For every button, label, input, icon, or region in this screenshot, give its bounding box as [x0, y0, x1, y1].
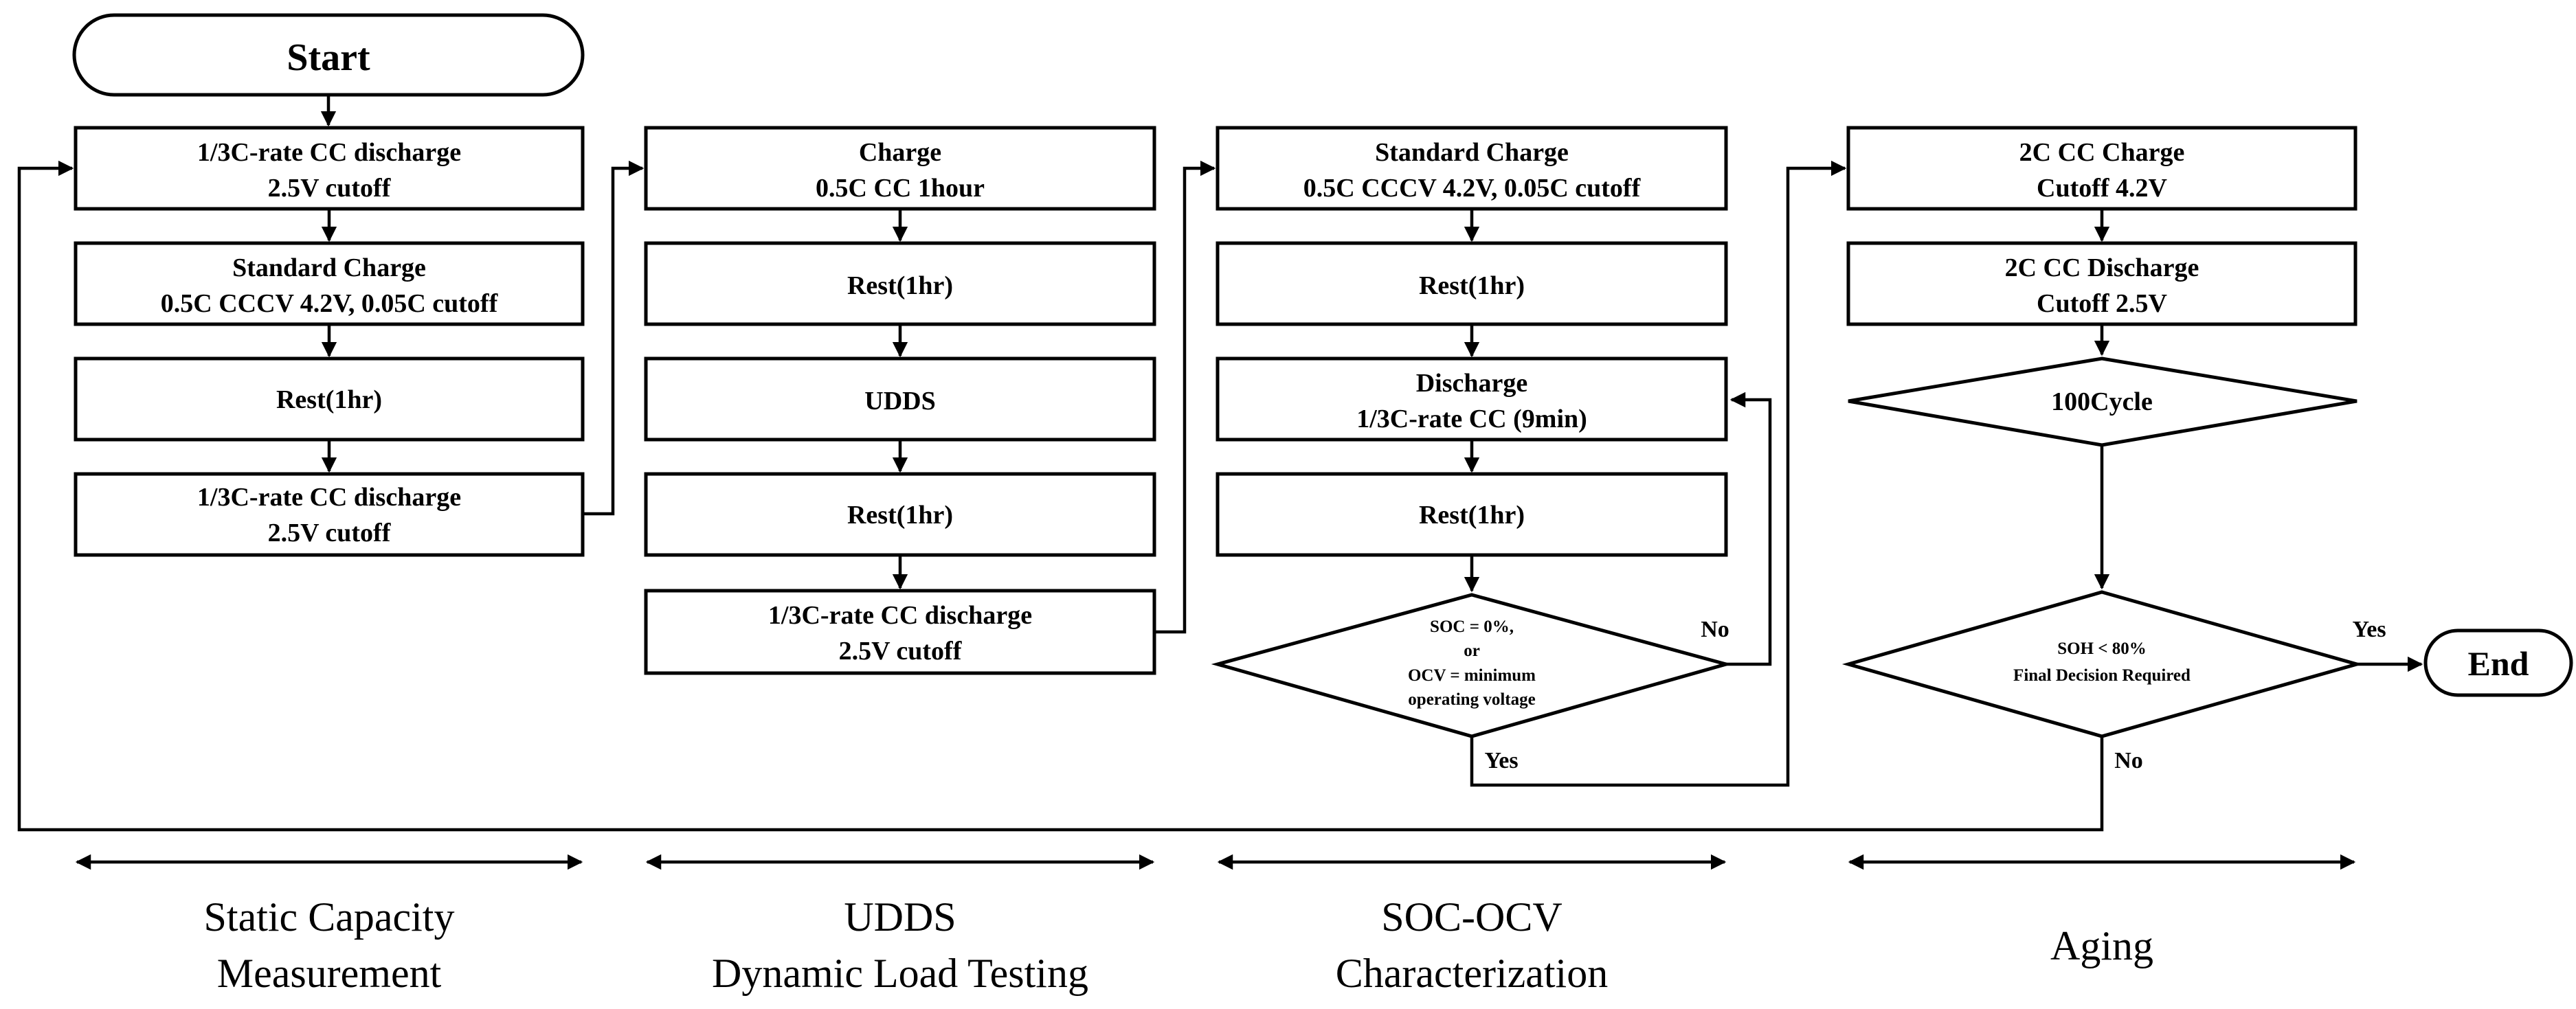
sococv-box4-line1: Rest(1hr)	[1419, 501, 1525, 530]
sococv-box1-line1: Standard Charge	[1375, 138, 1569, 167]
aging-decision-diamond: SOH < 80% Final Decision Required	[1841, 590, 2364, 738]
end-terminal: End	[2423, 628, 2573, 697]
static-box2-line2: 0.5C CCCV 4.2V, 0.05C cutoff	[161, 289, 499, 318]
aging-cycle-label: 100Cycle	[2051, 387, 2153, 416]
sococv-yes-label: Yes	[1484, 748, 1518, 773]
static-box3-line1: Rest(1hr)	[276, 385, 382, 414]
sococv-decision-line3: OCV = minimum	[1408, 666, 1536, 685]
sococv-box-discharge: Discharge 1/3C-rate CC (9min)	[1216, 356, 1728, 442]
connector-static-to-udds	[583, 160, 645, 516]
sococv-decision-diamond: SOC = 0%, or OCV = minimum operating vol…	[1211, 593, 1733, 738]
phase-sococv-line1: SOC-OCV	[1381, 894, 1562, 940]
static-box-discharge-1: 1/3C-rate CC discharge 2.5V cutoff	[74, 126, 585, 211]
aging-decision-line1: SOH < 80%	[2057, 639, 2147, 658]
phase-udds-line1: UDDS	[844, 894, 956, 940]
static-box-standard-charge: Standard Charge 0.5C CCCV 4.2V, 0.05C cu…	[74, 241, 585, 326]
udds-box-discharge: 1/3C-rate CC discharge 2.5V cutoff	[644, 589, 1156, 675]
connector-sococv-to-aging	[1470, 160, 1847, 787]
udds-box2-line1: Rest(1hr)	[847, 271, 953, 300]
sococv-box3-line2: 1/3C-rate CC (9min)	[1356, 405, 1587, 433]
static-box2-line1: Standard Charge	[232, 253, 426, 282]
end-label: End	[2468, 644, 2529, 683]
sococv-decision-line1: SOC = 0%,	[1430, 617, 1514, 636]
start-label: Start	[287, 36, 370, 79]
sococv-decision-line4: operating voltage	[1408, 690, 1535, 709]
aging-box1-line1: 2C CC Charge	[2019, 138, 2185, 167]
sococv-decision-line2: or	[1464, 642, 1480, 660]
udds-box-charge: Charge 0.5C CC 1hour	[644, 126, 1156, 211]
udds-box-rest-2: Rest(1hr)	[644, 472, 1156, 557]
aging-no-label: No	[2114, 748, 2143, 773]
aging-box2-line1: 2C CC Discharge	[2005, 253, 2199, 282]
phase-static-line1: Static Capacity	[204, 894, 455, 940]
aging-box-charge: 2C CC Charge Cutoff 4.2V	[1846, 126, 2357, 211]
phase-udds-line2: Dynamic Load Testing	[712, 951, 1088, 996]
udds-box1-line2: 0.5C CC 1hour	[816, 174, 985, 203]
phase-aging-line1: Aging	[2050, 923, 2153, 968]
static-box4-line2: 2.5V cutoff	[268, 519, 392, 547]
aging-box2-line2: Cutoff 2.5V	[2037, 289, 2168, 318]
start-terminal: Start	[72, 13, 585, 97]
udds-box-udds: UDDS	[644, 356, 1156, 442]
static-box-discharge-2: 1/3C-rate CC discharge 2.5V cutoff	[74, 472, 585, 557]
udds-box3-line1: UDDS	[864, 387, 935, 416]
udds-box-rest-1: Rest(1hr)	[644, 241, 1156, 326]
sococv-no-loop	[1726, 392, 1772, 666]
phase-sococv-line2: Characterization	[1336, 951, 1608, 996]
aging-no-loop	[17, 160, 2104, 832]
static-box4-line1: 1/3C-rate CC discharge	[197, 483, 461, 512]
aging-box-discharge: 2C CC Discharge Cutoff 2.5V	[1846, 241, 2357, 326]
aging-decision-line2: Final Decision Required	[2013, 666, 2191, 685]
sococv-box-standard-charge: Standard Charge 0.5C CCCV 4.2V, 0.05C cu…	[1216, 126, 1728, 211]
sococv-no-label: No	[1701, 617, 1729, 642]
connector-udds-to-sococv	[1154, 160, 1216, 634]
sococv-box-rest-2: Rest(1hr)	[1216, 472, 1728, 557]
static-box-rest: Rest(1hr)	[74, 356, 585, 442]
udds-box4-line1: Rest(1hr)	[847, 501, 953, 530]
udds-box5-line2: 2.5V cutoff	[839, 637, 963, 666]
aging-yes-label: Yes	[2352, 617, 2386, 642]
udds-box1-line1: Charge	[859, 138, 941, 167]
phase-static-line2: Measurement	[217, 951, 442, 996]
aging-box1-line2: Cutoff 4.2V	[2037, 174, 2168, 203]
sococv-box-rest-1: Rest(1hr)	[1216, 241, 1728, 326]
sococv-box1-line2: 0.5C CCCV 4.2V, 0.05C cutoff	[1303, 174, 1642, 203]
sococv-box2-line1: Rest(1hr)	[1419, 271, 1525, 300]
static-box1-line2: 2.5V cutoff	[268, 174, 392, 203]
static-box1-line1: 1/3C-rate CC discharge	[197, 138, 461, 167]
aging-cycle-diamond: 100Cycle	[1848, 356, 2357, 447]
udds-box5-line1: 1/3C-rate CC discharge	[768, 601, 1032, 630]
sococv-box3-line1: Discharge	[1416, 369, 1528, 398]
